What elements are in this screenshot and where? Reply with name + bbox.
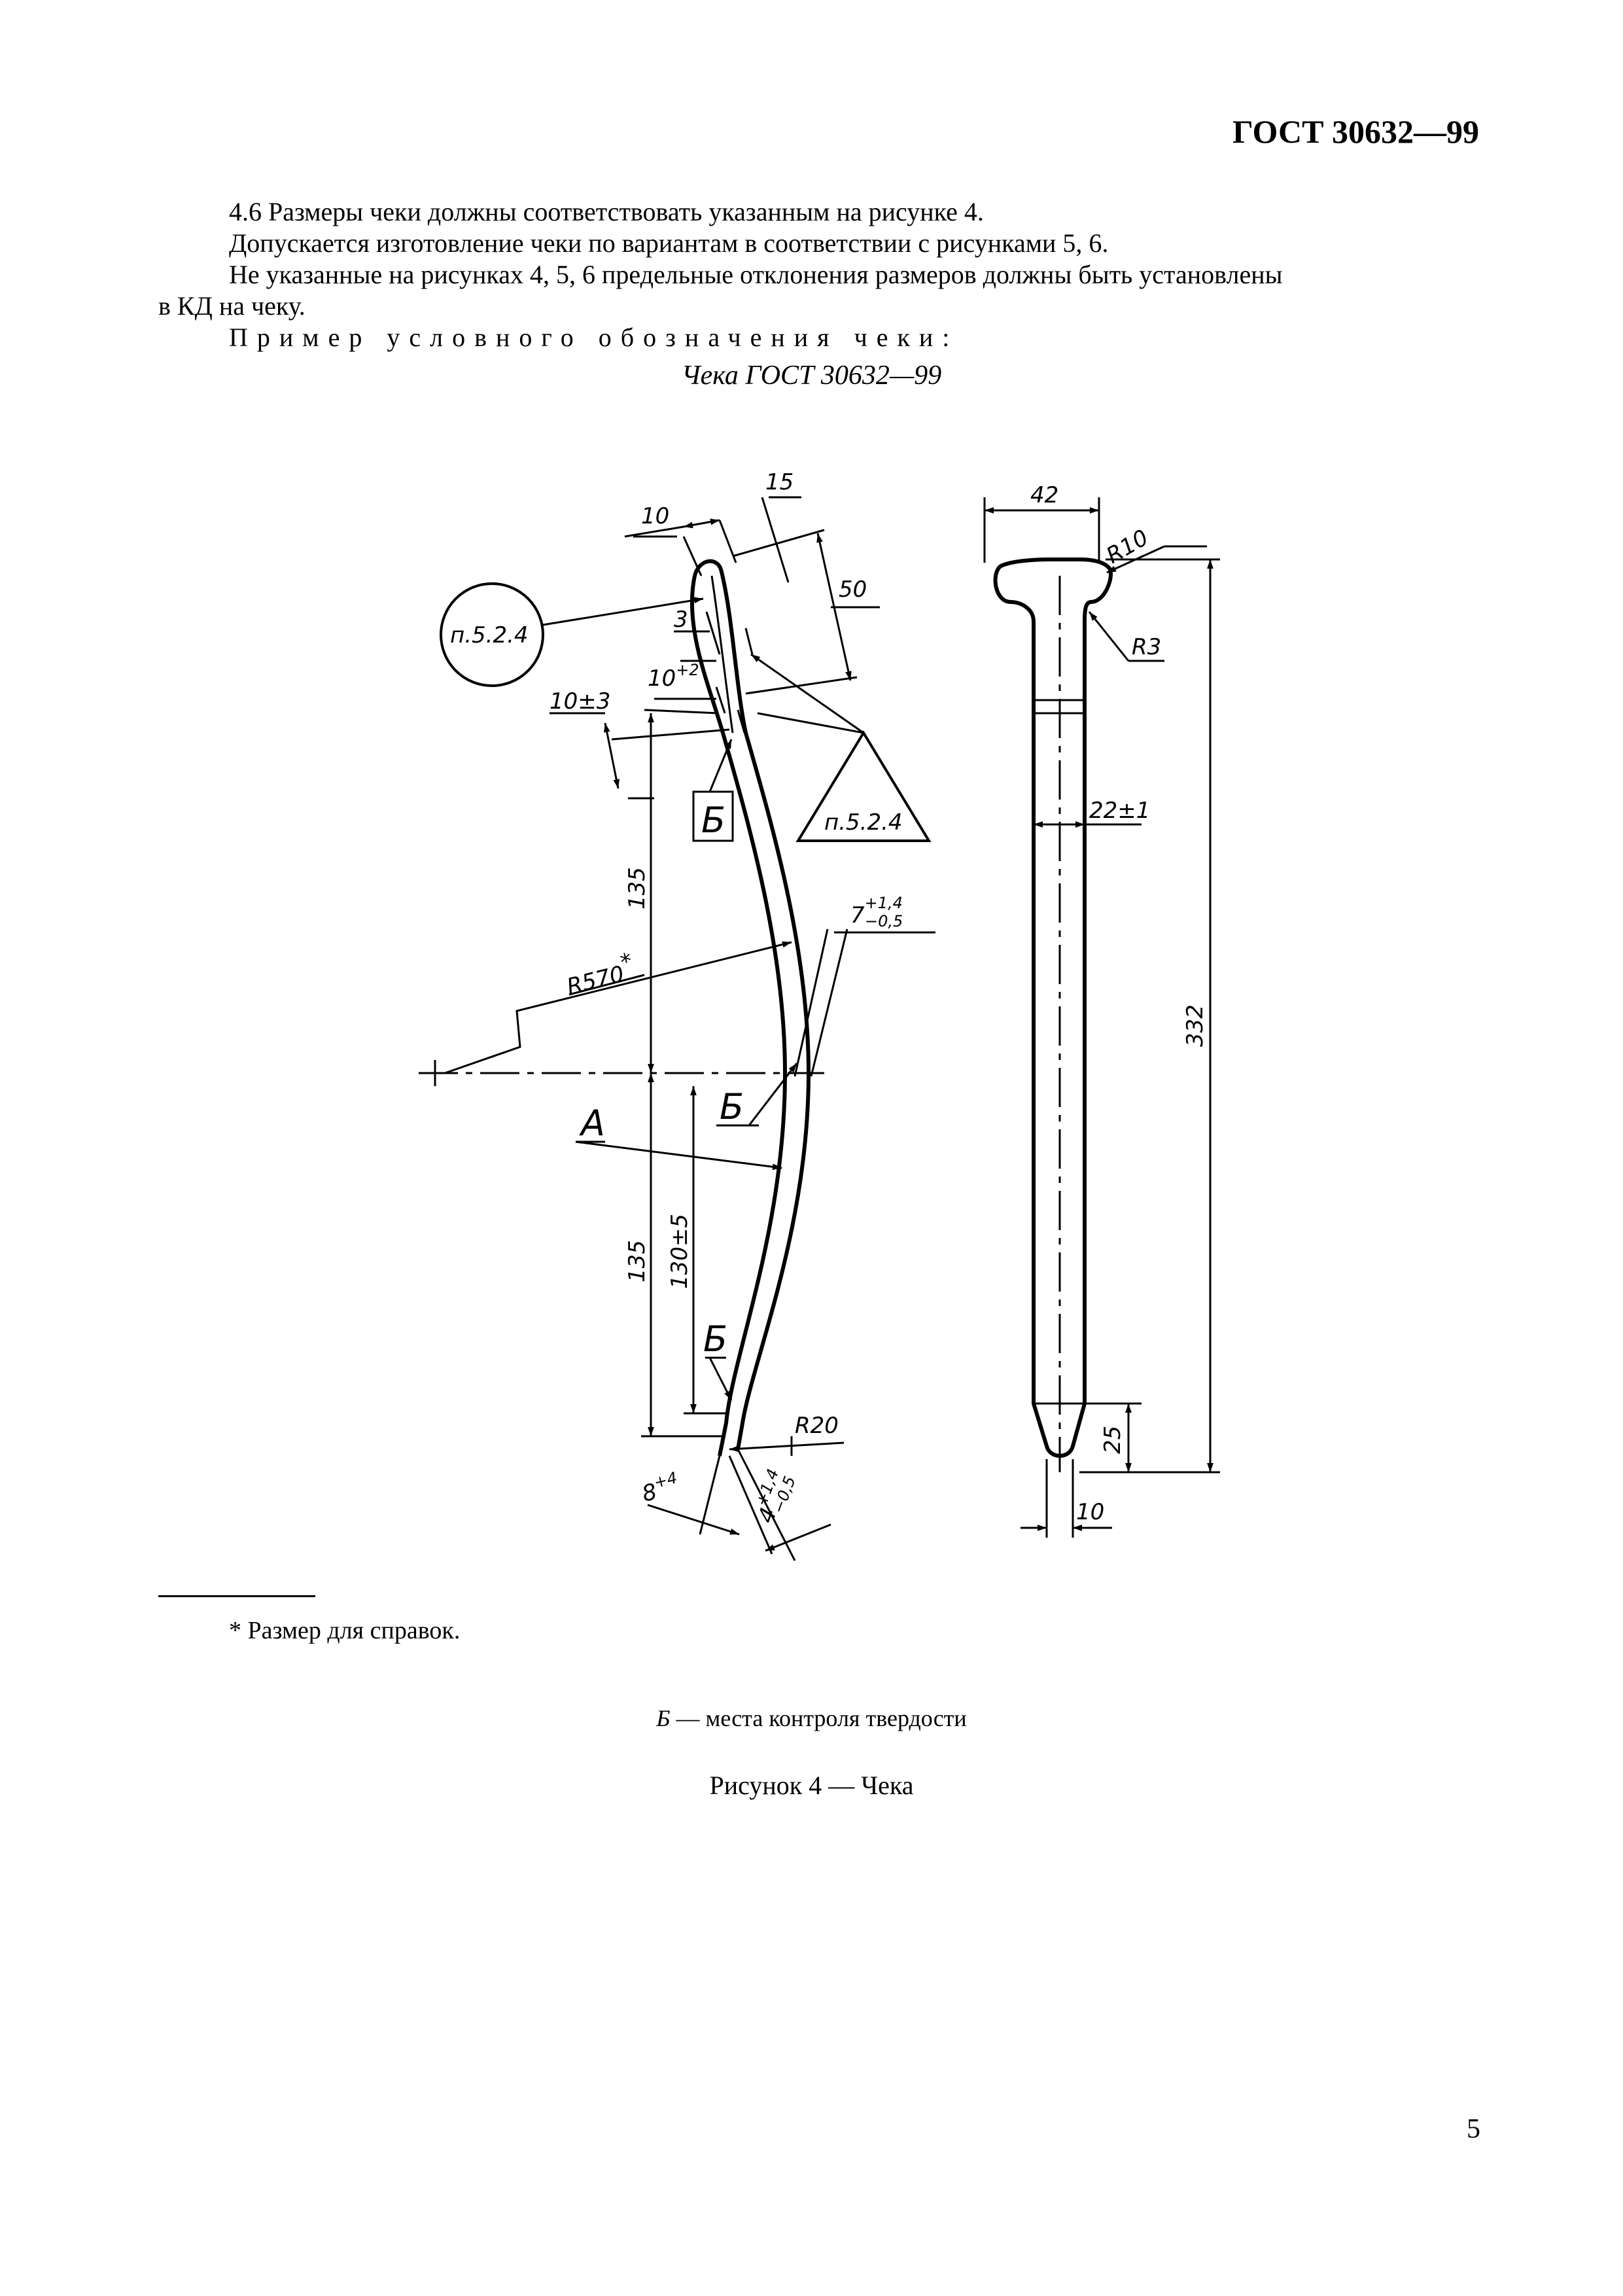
paragraph-4-6: 4.6 Размеры чеки должны соответствовать … [229, 197, 984, 226]
pin-head-cap [693, 559, 723, 576]
paragraph-tolerances-cont: в КД на чеку. [158, 291, 305, 321]
dim-135-lower: 135 [624, 1240, 650, 1282]
legend-text: — места контроля твердости [670, 1705, 967, 1731]
dim-42: 42 [1030, 482, 1058, 508]
dim-135-upper: 135 [624, 867, 650, 910]
pin-outline-right [719, 569, 811, 1450]
dim-r570: R570* [562, 948, 638, 1000]
page-number: 5 [1467, 2114, 1480, 2144]
dim-10pm3: 10±3 [550, 688, 610, 715]
dim-r20: R20 [795, 1413, 839, 1439]
paragraph-variants: Допускается изготовление чеки по вариант… [229, 228, 1109, 258]
dim-10-plus2: 10+2 [648, 661, 699, 692]
pin-outline-left [689, 575, 788, 1457]
dim-50: 50 [839, 576, 867, 603]
dim-8-plus4: 8+4 [638, 1468, 682, 1507]
ref-circle-label: п.5.2.4 [450, 622, 529, 648]
front-view [983, 497, 1220, 1538]
figure-caption: Рисунок 4 — Чека [709, 1771, 914, 1800]
designation-example: Чека ГОСТ 30632—99 [681, 361, 942, 391]
paragraph-example-heading: Пример условного обозначения чеки: [229, 323, 959, 352]
dim-22pm1: 22±1 [1089, 798, 1150, 824]
footnote-divider [158, 1595, 315, 1597]
dim-4-thickness: 4+1,4−0,5 [747, 1466, 799, 1528]
dim-130pm5: 130±5 [667, 1214, 693, 1289]
dim-10-top: 10 [641, 503, 669, 529]
dim-r3: R3 [1132, 634, 1161, 660]
footnote: * Размер для справок. [229, 1617, 461, 1644]
pin-front-outline [993, 557, 1113, 1458]
dim-7-thickness: 7+1,4−0,5 [850, 894, 903, 930]
dim-15: 15 [765, 469, 794, 495]
figure-legend: Б — места контроля твердости [0, 1704, 1623, 1732]
dim-10-bottom: 10 [1076, 1499, 1104, 1525]
hardness-mark-middle: Б [720, 1086, 744, 1127]
dim-3: 3 [674, 607, 688, 633]
paragraph-tolerances: Не указанные на рисунках 4, 5, 6 предель… [229, 260, 1283, 289]
dim-332: 332 [1182, 1004, 1208, 1047]
view-mark-a: А [579, 1103, 605, 1144]
side-view [419, 496, 935, 1561]
standard-header: ГОСТ 30632—99 [1232, 113, 1479, 150]
ref-triangle-shape [795, 730, 932, 842]
pin-inner-line [710, 575, 734, 733]
legend-symbol: Б [656, 1705, 671, 1731]
dim-25: 25 [1100, 1426, 1126, 1454]
hardness-mark-lower: Б [703, 1318, 727, 1360]
ref-triangle-label: п.5.2.4 [824, 809, 903, 836]
hardness-mark-top: Б [701, 800, 725, 841]
